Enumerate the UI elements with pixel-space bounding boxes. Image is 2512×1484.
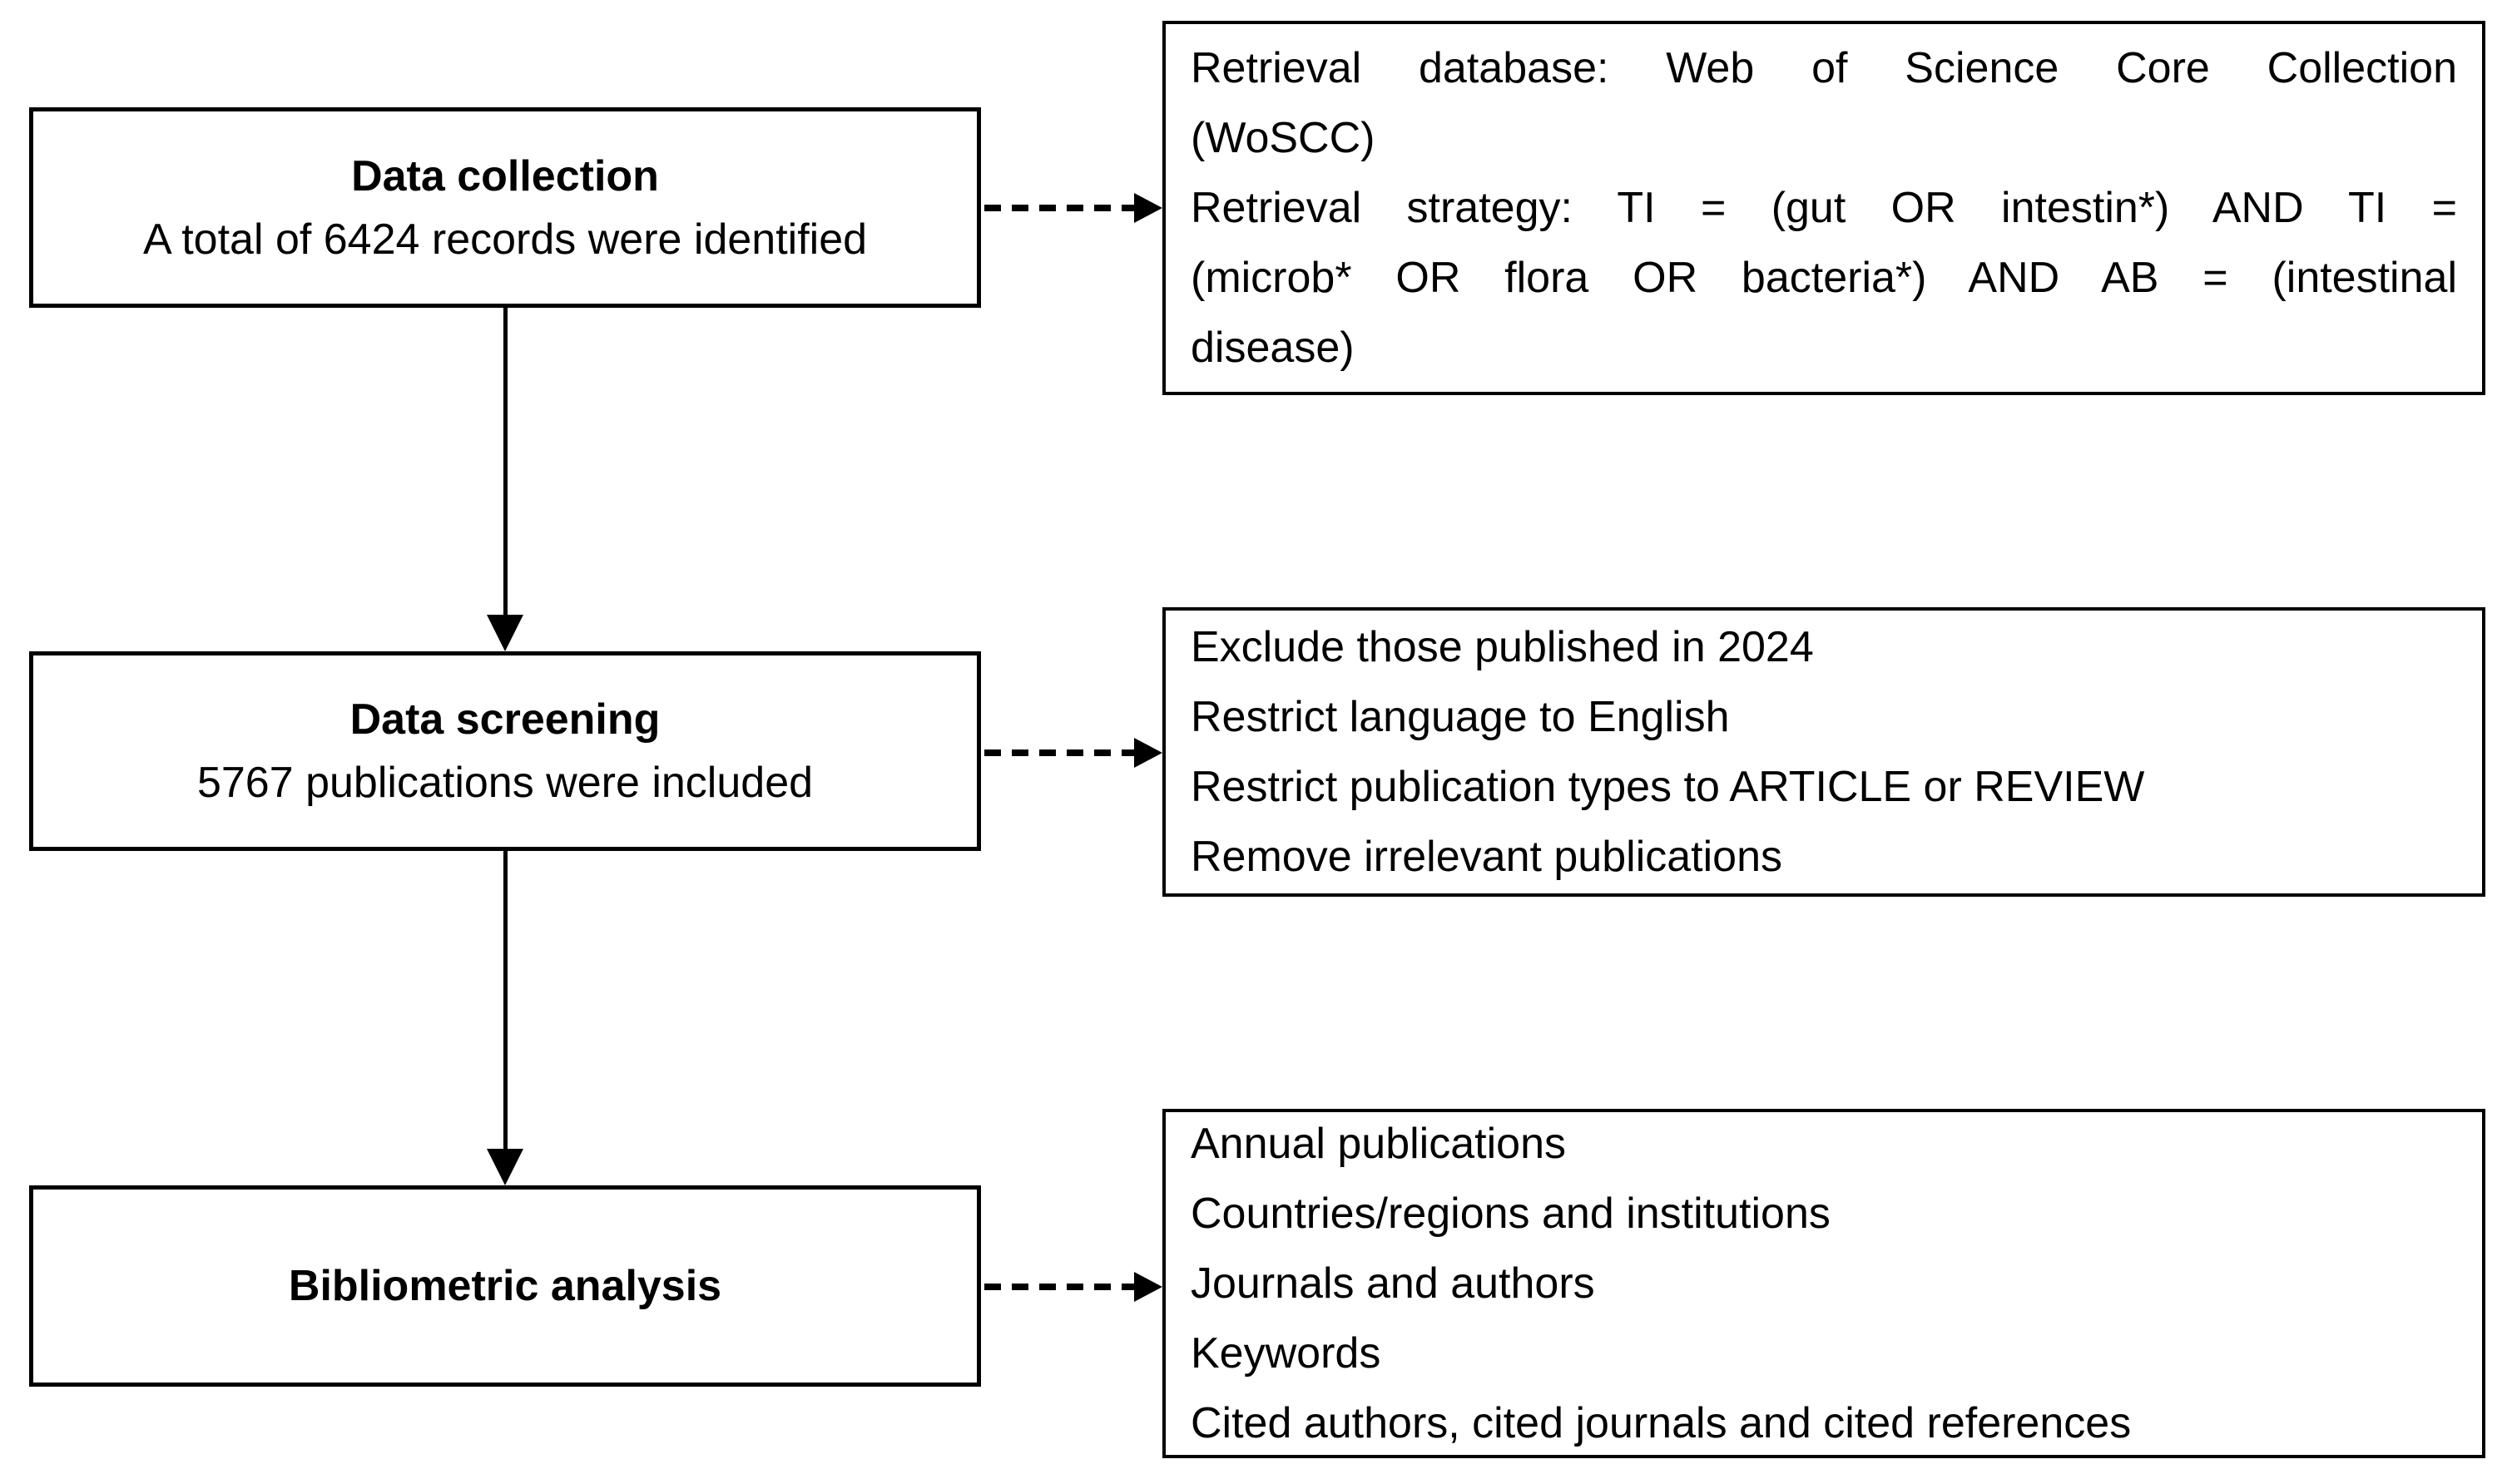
step-box-data-collection: Data collection A total of 6424 records …	[29, 107, 981, 308]
detail-box-analysis-items: Annual publications Countries/regions an…	[1162, 1109, 2485, 1458]
detail-line: Annual publications	[1191, 1120, 1566, 1168]
arrowhead-right-icon	[1134, 738, 1162, 768]
detail-line: Exclude those published in 2024	[1191, 623, 1814, 671]
dashed-line	[984, 749, 1141, 756]
detail-line: disease)	[1191, 324, 1355, 372]
arrow-line	[503, 308, 508, 620]
step-subtitle: 5767 publications were included	[196, 759, 814, 807]
arrowhead-right-icon	[1134, 1272, 1162, 1302]
step-subtitle: A total of 6424 records were identified	[142, 215, 868, 264]
step-box-bibliometric-analysis: Bibliometric analysis	[29, 1185, 981, 1387]
dashed-line	[984, 1284, 1141, 1290]
detail-line: Journals and authors	[1191, 1259, 1595, 1308]
detail-line: (microb* OR flora OR bacteria*) AND AB =…	[1191, 254, 2457, 302]
arrowhead-down-icon	[487, 615, 523, 651]
detail-line: (WoSCC)	[1191, 114, 1375, 162]
arrowhead-down-icon	[487, 1149, 523, 1185]
dashed-line	[984, 205, 1141, 211]
detail-box-screening-criteria: Exclude those published in 2024 Restrict…	[1162, 607, 2485, 897]
detail-line: Keywords	[1191, 1329, 1381, 1378]
step-title: Bibliometric analysis	[288, 1262, 722, 1310]
step-box-data-screening: Data screening 5767 publications were in…	[29, 651, 981, 851]
arrow-line	[503, 851, 508, 1154]
detail-line: Restrict publication types to ARTICLE or…	[1191, 763, 2145, 811]
detail-line: Cited authors, cited journals and cited …	[1191, 1399, 2132, 1447]
step-title: Data screening	[349, 695, 661, 744]
detail-line: Countries/regions and institutions	[1191, 1190, 1831, 1238]
detail-line: Retrieval strategy: TI = (gut OR intesti…	[1191, 184, 2457, 232]
detail-line: Retrieval database: Web of Science Core …	[1191, 44, 2457, 92]
detail-line: Restrict language to English	[1191, 693, 1730, 741]
step-title: Data collection	[351, 151, 659, 200]
detail-line: Remove irrelevant publications	[1191, 833, 1783, 881]
arrowhead-right-icon	[1134, 193, 1162, 223]
detail-box-retrieval: Retrieval database: Web of Science Core …	[1162, 21, 2485, 395]
